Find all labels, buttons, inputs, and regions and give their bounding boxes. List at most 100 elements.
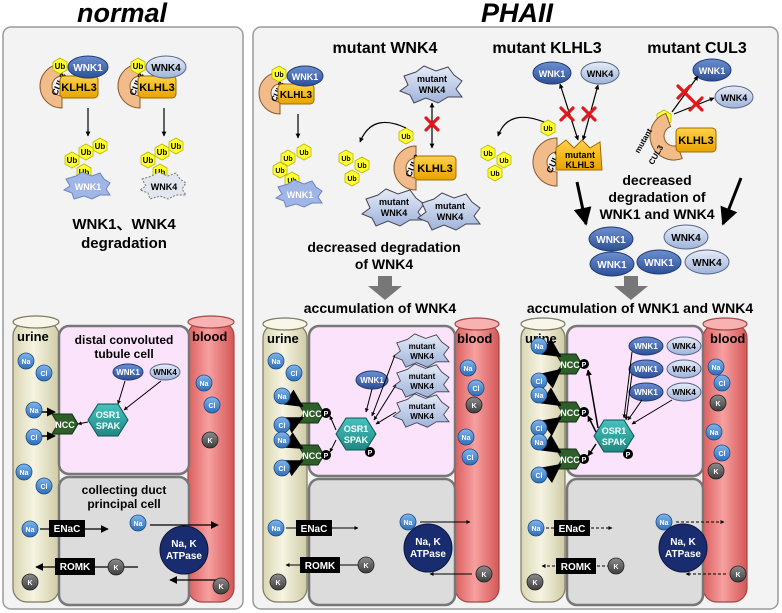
svg-text:Na: Na — [26, 527, 35, 534]
phaii-kidney-both: urine blood WNK1 WNK4 WNK1 WNK4 WNK1 WNK… — [520, 317, 748, 607]
dct-label-1: distal convoluted — [75, 333, 174, 347]
atpase-label-1: Na, K — [171, 539, 197, 550]
ub-label: Ub — [133, 62, 144, 71]
svg-text:Ub: Ub — [401, 134, 410, 141]
romk-label: ROMK — [60, 562, 91, 573]
normal-degradation-label-2: degradation — [81, 235, 167, 252]
svg-text:Ub: Ub — [357, 163, 366, 170]
svg-text:Cl: Cl — [41, 484, 48, 491]
svg-text:Cl: Cl — [279, 466, 286, 473]
svg-text:K: K — [613, 564, 618, 571]
svg-text:Ub: Ub — [483, 151, 492, 158]
svg-text:WNK1: WNK1 — [597, 260, 627, 271]
degraded-wnk1: Ub Ub Ub Ub WNK1 — [63, 137, 111, 200]
svg-text:Cl: Cl — [209, 403, 216, 410]
svg-text:WNK1: WNK1 — [699, 66, 726, 76]
svg-text:WNK1: WNK1 — [596, 235, 626, 246]
svg-text:K: K — [275, 580, 280, 587]
svg-text:Ub: Ub — [157, 148, 168, 157]
svg-text:Cl: Cl — [719, 381, 726, 388]
svg-text:K: K — [471, 403, 476, 410]
svg-text:blood: blood — [710, 331, 745, 346]
svg-text:Ub: Ub — [143, 156, 154, 165]
svg-text:SPAK: SPAK — [602, 437, 627, 447]
mutant-wnk4-column: CUL3 KLHL3 WNK1 Ub Ub Ub Ub Ub WNK1 muta… — [258, 65, 481, 272]
svg-text:Ub: Ub — [341, 156, 350, 163]
svg-text:Na: Na — [272, 526, 281, 533]
svg-text:WNK4: WNK4 — [672, 342, 696, 351]
svg-text:Na: Na — [462, 435, 471, 442]
svg-text:Na: Na — [464, 366, 473, 373]
svg-text:P: P — [368, 450, 373, 457]
svg-text:blood: blood — [457, 331, 492, 346]
svg-text:WNK4: WNK4 — [410, 352, 434, 361]
svg-text:Cl: Cl — [719, 451, 726, 458]
wnk4-label: WNK4 — [151, 182, 178, 192]
normal-kidney: urine blood distal convoluted tubule cel… — [12, 315, 235, 607]
svg-text:WNK1: WNK1 — [634, 365, 658, 374]
svg-text:Ub: Ub — [81, 148, 92, 157]
svg-text:Cl: Cl — [473, 386, 480, 393]
svg-text:ROMK: ROMK — [305, 561, 336, 572]
svg-text:Na: Na — [200, 381, 209, 388]
svg-text:WNK4: WNK4 — [437, 212, 464, 222]
svg-text:WNK4: WNK4 — [672, 388, 696, 397]
svg-text:K: K — [735, 572, 740, 579]
svg-text:Ub: Ub — [543, 126, 552, 133]
svg-text:Na: Na — [22, 359, 31, 366]
svg-text:Ub: Ub — [283, 156, 292, 163]
wnk4-label: WNK4 — [153, 368, 177, 377]
dec-both-label-2: degradation of — [608, 189, 706, 205]
svg-text:WNK1: WNK1 — [539, 69, 566, 79]
accum-both-label: accumulation of WNK1 and WNK4 — [527, 300, 754, 316]
svg-text:Ub: Ub — [490, 171, 499, 178]
blood-label: blood — [192, 329, 227, 344]
svg-text:OSR1: OSR1 — [602, 426, 627, 436]
svg-text:NCC: NCC — [560, 408, 580, 418]
degraded-wnk4: Ub Ub Ub Ub WNK4 — [139, 137, 187, 200]
svg-text:NCC: NCC — [302, 451, 322, 461]
col-mutant-klhl3: mutant KLHL3 — [492, 40, 601, 57]
svg-text:Ub: Ub — [95, 142, 106, 151]
svg-text:WNK1: WNK1 — [634, 388, 658, 397]
svg-text:K: K — [218, 584, 223, 591]
svg-text:K: K — [481, 572, 486, 579]
svg-text:Na: Na — [712, 365, 721, 372]
col-mutant-wnk4: mutant WNK4 — [333, 40, 438, 57]
svg-text:P: P — [582, 457, 587, 464]
svg-text:WNK1: WNK1 — [292, 72, 319, 82]
svg-text:WNK4: WNK4 — [381, 208, 408, 218]
normal-degradation-label-1: WNK1、WNK4 — [72, 216, 176, 233]
svg-text:WNK4: WNK4 — [721, 93, 748, 103]
svg-text:Ub: Ub — [347, 176, 356, 183]
svg-text:Na: Na — [30, 408, 39, 415]
cd-label-2: principal cell — [87, 497, 160, 511]
svg-text:Ub: Ub — [171, 142, 182, 151]
svg-text:K: K — [713, 469, 718, 476]
svg-text:WNK1: WNK1 — [634, 342, 658, 351]
svg-text:K: K — [363, 563, 368, 570]
svg-text:Na: Na — [272, 359, 281, 366]
col-mutant-cul3: mutant CUL3 — [647, 40, 747, 57]
klhl3-label: KLHL3 — [139, 82, 174, 94]
svg-text:mutant: mutant — [379, 197, 409, 207]
svg-text:WNK4: WNK4 — [419, 85, 446, 95]
svg-text:ROMK: ROMK — [561, 562, 592, 573]
spak-label: SPAK — [96, 421, 121, 431]
mutant-klhl3-column: WNK1 WNK4 CUL3 mutant KLHL3 Ub Ub Ub Ub — [480, 61, 620, 187]
svg-text:ENaC: ENaC — [301, 524, 328, 535]
svg-text:WNK4: WNK4 — [410, 412, 434, 421]
ncc-label: NCC — [55, 420, 75, 430]
enac-label: ENaC — [54, 524, 81, 535]
svg-text:Cl: Cl — [31, 435, 38, 442]
svg-text:K: K — [113, 565, 118, 572]
svg-text:mutant: mutant — [565, 150, 595, 160]
dct-label-2: tubule cell — [94, 347, 153, 361]
svg-text:Ub: Ub — [274, 72, 283, 79]
svg-text:Cl: Cl — [291, 371, 298, 378]
svg-text:Cl: Cl — [467, 455, 474, 462]
wnk1-label: WNK1 — [116, 368, 140, 377]
svg-text:ENaC: ENaC — [559, 524, 586, 535]
wnk1-label: WNK1 — [73, 63, 103, 74]
normal-complex-wnk4: CUL3 KLHL3 WNK4 Ub — [117, 55, 187, 109]
